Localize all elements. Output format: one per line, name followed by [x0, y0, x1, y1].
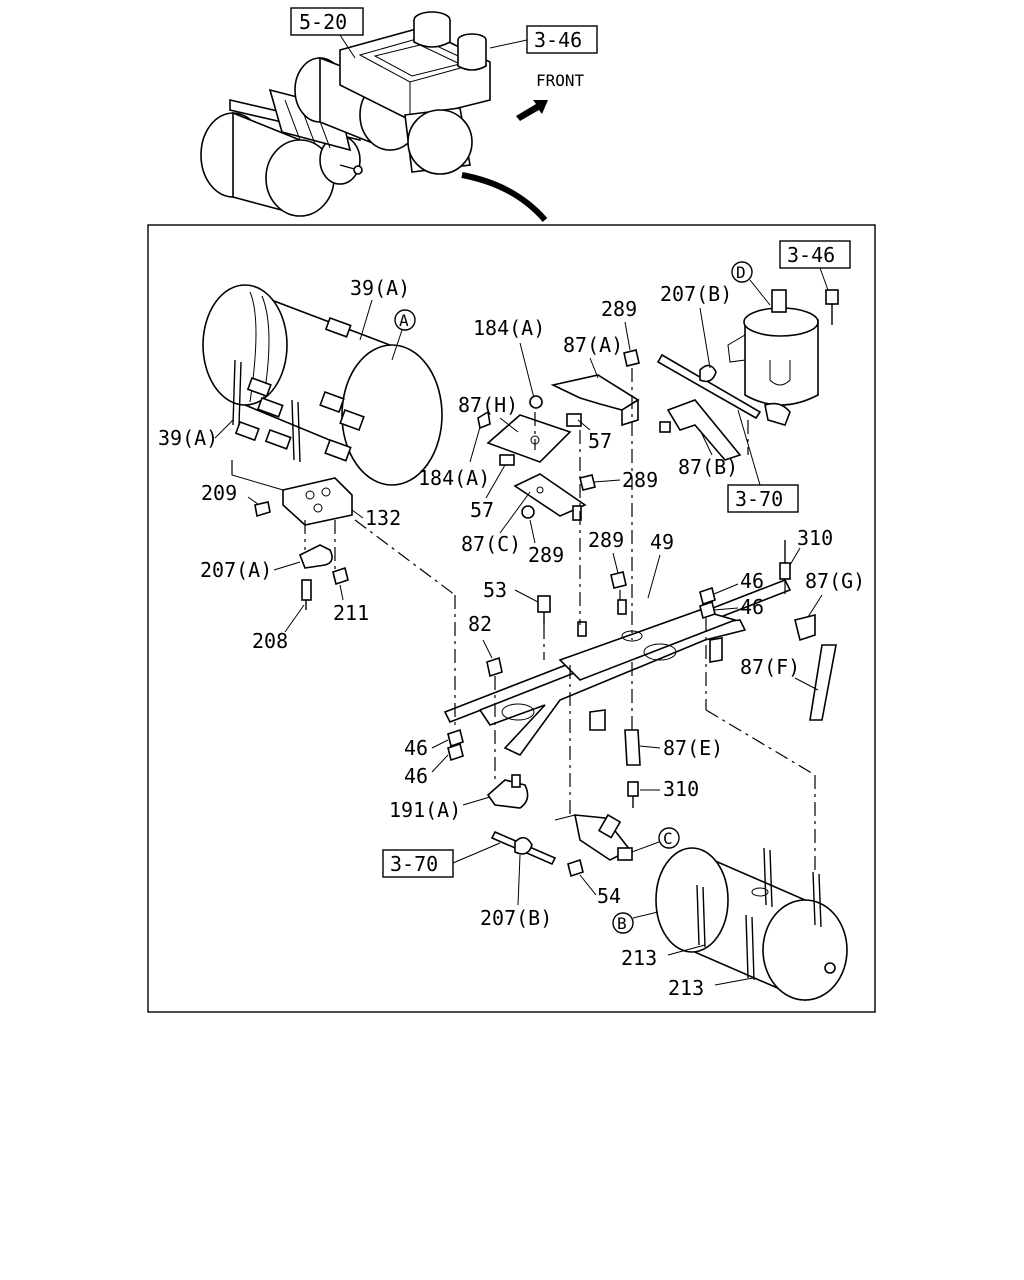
- ref-box-3-70-right[interactable]: [727, 484, 799, 513]
- ref-box-3-70-left[interactable]: [382, 849, 454, 878]
- label-289-frame: 289: [588, 528, 624, 552]
- valve-c: [554, 813, 633, 861]
- label-184a-top: 184(A): [473, 316, 545, 340]
- label-46-r1: 46: [740, 569, 764, 593]
- label-209: 209: [201, 481, 237, 505]
- circle-a-marker: [394, 309, 416, 331]
- circle-b-label: B: [617, 914, 627, 933]
- hose-207b-top: [656, 353, 762, 420]
- air-dryer-d: [727, 289, 819, 426]
- bracket-87c: [513, 473, 587, 517]
- assembly-lines: [231, 368, 816, 870]
- label-46-l1: 46: [404, 736, 428, 760]
- ref-3-70-left-label: 3-70: [390, 852, 438, 876]
- nut-289-mid: [579, 474, 596, 491]
- circle-d-marker: [731, 261, 753, 283]
- label-87e: 87(E): [663, 736, 723, 760]
- bracket-132: [231, 462, 353, 526]
- bolt-57-right: [566, 413, 582, 427]
- label-46-r2: 46: [740, 595, 764, 619]
- label-87g: 87(G): [805, 569, 865, 593]
- nut-184a-mid: [477, 410, 491, 430]
- nut-46-l1: [447, 728, 464, 748]
- label-82: 82: [468, 612, 492, 636]
- circle-b-marker: [612, 912, 634, 934]
- label-289-mid: 289: [622, 468, 658, 492]
- label-39a-left: 39(A): [158, 426, 218, 450]
- bracket-191a: [486, 779, 529, 809]
- bracket-87e: [624, 729, 641, 766]
- front-arrow-icon: [516, 100, 548, 121]
- label-289-low: 289: [528, 543, 564, 567]
- nut-46-r2: [699, 600, 716, 620]
- label-87a: 87(A): [563, 333, 623, 357]
- ref-box-5-20[interactable]: [290, 7, 364, 36]
- label-46-l2: 46: [404, 764, 428, 788]
- nut-289-frame: [610, 571, 627, 589]
- bracket-87a: [550, 374, 640, 427]
- circle-d-label: D: [736, 263, 746, 282]
- ref-5-20-label: 5-20: [299, 10, 347, 34]
- label-132: 132: [365, 506, 401, 530]
- label-87b: 87(B): [678, 455, 738, 479]
- label-211: 211: [333, 601, 369, 625]
- label-207a: 207(A): [200, 558, 272, 582]
- detail-frame: [147, 224, 876, 1013]
- label-39a-top: 39(A): [350, 276, 410, 300]
- label-57-mid: 57: [470, 498, 494, 522]
- clip-207a: [298, 544, 333, 569]
- label-191a: 191(A): [389, 798, 461, 822]
- bolt-3-46: [825, 289, 839, 305]
- label-208: 208: [252, 629, 288, 653]
- label-213-b: 213: [668, 976, 704, 1000]
- label-184a-mid: 184(A): [418, 466, 490, 490]
- nut-289-low: [521, 505, 535, 519]
- label-49: 49: [650, 530, 674, 554]
- stud-87c: [572, 505, 582, 521]
- ref-box-3-46-detail[interactable]: [779, 240, 851, 269]
- nut-82: [486, 656, 503, 678]
- bracket-87f: [809, 644, 837, 721]
- ref-box-3-46-overview[interactable]: [526, 25, 598, 54]
- washer-184a-top: [529, 395, 543, 409]
- circle-c-label: C: [663, 829, 673, 848]
- nut-289-top: [623, 349, 640, 367]
- air-tank-a: [202, 284, 443, 486]
- vehicle-overview: [200, 11, 491, 217]
- label-207b-top: 207(B): [660, 282, 732, 306]
- circle-a-label: A: [399, 311, 409, 330]
- label-57-right: 57: [588, 429, 612, 453]
- bolt-53: [537, 595, 551, 613]
- label-54: 54: [597, 884, 621, 908]
- detail-pointer-icon: [461, 172, 548, 222]
- label-310-top: 310: [797, 526, 833, 550]
- ref-3-70-right-label: 3-70: [735, 487, 783, 511]
- front-label: FRONT: [536, 71, 585, 90]
- bracket-87b: [666, 399, 742, 461]
- ref-3-46-overview-label: 3-46: [534, 28, 582, 52]
- label-213-a: 213: [621, 946, 657, 970]
- nut-46-l2: [447, 742, 464, 762]
- label-53: 53: [483, 578, 507, 602]
- label-310-low: 310: [663, 777, 699, 801]
- bracket-87g: [794, 613, 816, 642]
- air-tank-b: [655, 847, 848, 1002]
- label-289-top: 289: [601, 297, 637, 321]
- ref-3-46-detail-label: 3-46: [787, 243, 835, 267]
- label-87c: 87(C): [461, 532, 521, 556]
- nut-46-r1: [699, 586, 716, 606]
- label-87f: 87(F): [740, 655, 800, 679]
- bolt-310-top: [779, 562, 791, 580]
- nut-54: [567, 858, 584, 878]
- bolt-57-mid: [499, 454, 515, 466]
- label-207b-low: 207(B): [480, 906, 552, 930]
- circle-c-marker: [658, 827, 680, 849]
- bolt-310-low: [627, 781, 639, 797]
